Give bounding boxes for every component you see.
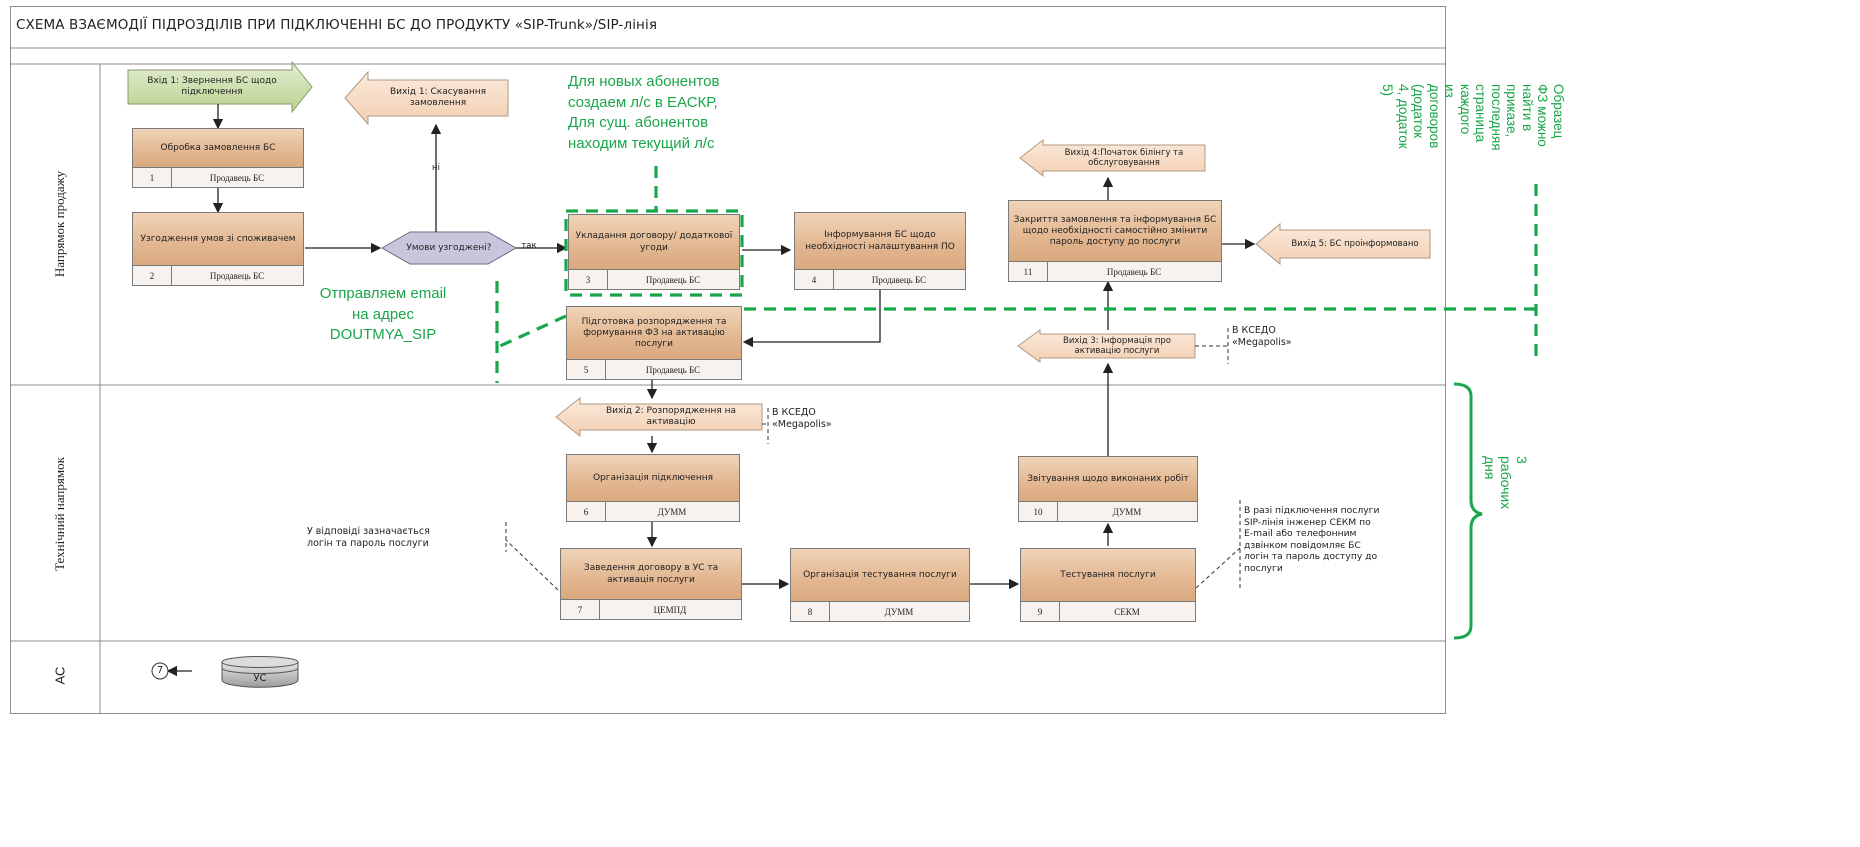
process-9-num: 9 (1021, 602, 1060, 621)
input-1-label: Вхід 1: Звернення БС щодо підключення (147, 76, 277, 97)
process-10[interactable]: Звітування щодо виконаних робіт 10 ДУММ (1018, 456, 1198, 522)
annotation-email: Отправляем email на адрес DOUTMYA_SIP (319, 285, 447, 344)
process-8[interactable]: Організація тестування послуги 8 ДУММ (790, 548, 970, 622)
process-3-role: Продавець БС (645, 274, 701, 285)
database-icon (221, 656, 299, 688)
process-3[interactable]: Укладання договору/ додаткової угоди 3 Пр… (568, 214, 740, 290)
process-7-label: Заведення договору в УС та активація пос… (561, 549, 741, 600)
process-10-num: 10 (1019, 502, 1058, 521)
process-1[interactable]: Обробка замовлення БС 1 Продавець БС (132, 128, 304, 188)
note-ksedo-2: В КСЕДО «Megapolis» (1232, 325, 1292, 348)
output-2-arrow-shape (555, 396, 763, 438)
lane-label-as: АС (52, 666, 68, 685)
process-6-label: Організація підключення (567, 455, 739, 502)
annotation-days: 3 рабочих дня (1481, 456, 1530, 510)
process-6-num: 6 (567, 502, 606, 521)
note-login: У відповіді зазначається логін та пароль… (307, 526, 430, 549)
process-4-role: Продавець БС (871, 274, 927, 285)
process-11[interactable]: Закриття замовлення та інформування БС щ… (1008, 200, 1222, 282)
process-8-label: Організація тестування послуги (791, 549, 969, 602)
edge-p4-p5 (742, 290, 881, 348)
process-2[interactable]: Узгодження умов зі споживачем 2 Продавець… (132, 212, 304, 286)
process-9-role: СЕКМ (1114, 606, 1140, 617)
process-9[interactable]: Тестування послуги 9 СЕКМ (1020, 548, 1196, 622)
output-1-label: Вихід 1: Скасування замовлення (389, 87, 487, 108)
highlight-box-p3 (564, 209, 744, 297)
decision-no-label: ні (432, 162, 440, 173)
process-5[interactable]: Підготовка розпорядження та формування Ф… (566, 306, 742, 380)
output-5-label: Вихід 5: БС проінформовано (1291, 238, 1419, 249)
annotation-new-abonents: Для новых абонентов создаем л/с в ЕАСКР,… (568, 73, 720, 153)
callout-login-line (505, 539, 559, 591)
output-3-label: Вихід 3: Інформація про активацію послуг… (1063, 335, 1171, 356)
output-5-arrow-shape (1255, 222, 1431, 266)
process-10-role: ДУММ (1112, 506, 1142, 517)
lane-label-sales: Напрямок продажу (52, 170, 67, 278)
process-4[interactable]: Інформування БС щодо необхідності налашт… (794, 212, 966, 290)
decision-yes-label: так (521, 240, 537, 251)
days-brace (1453, 382, 1483, 640)
process-11-role: Продавець БС (1106, 266, 1162, 277)
output-4-arrow-shape (1019, 138, 1206, 178)
ref-circle-label: 7 (156, 665, 164, 676)
process-1-label: Обробка замовлення БС (133, 129, 303, 168)
process-3-label: Укладання договору/ додаткової угоди (569, 215, 739, 270)
process-7-num: 7 (561, 600, 600, 619)
process-6-role: ДУММ (657, 506, 687, 517)
process-9-label: Тестування послуги (1021, 549, 1195, 602)
input-1-arrow-shape (127, 60, 313, 114)
process-2-role: Продавець БС (209, 270, 265, 281)
process-5-num: 5 (567, 360, 606, 379)
output-1-arrow-shape (344, 70, 509, 126)
process-7[interactable]: Заведення договору в УС та активація пос… (560, 548, 742, 620)
process-2-num: 2 (133, 266, 172, 285)
database-label: УС (253, 673, 267, 684)
lane-label-tech: Технічний напрямок (52, 457, 67, 571)
note-ksedo-1: В КСЕДО «Megapolis» (772, 407, 832, 430)
process-2-label: Узгодження умов зі споживачем (133, 213, 303, 266)
process-11-label: Закриття замовлення та інформування БС щ… (1009, 201, 1221, 262)
process-10-label: Звітування щодо виконаних робіт (1019, 457, 1197, 502)
process-1-num: 1 (133, 168, 172, 187)
note-sip: В разі підключення послуги SIP-лінія інж… (1244, 505, 1380, 574)
output-4-label: Вихід 4:Початок білінгу та обслуговуванн… (1064, 147, 1184, 168)
process-1-role: Продавець БС (209, 172, 265, 183)
process-11-num: 11 (1009, 262, 1048, 281)
process-4-label: Інформування БС щодо необхідності налашт… (795, 213, 965, 270)
process-3-num: 3 (569, 270, 608, 289)
highlight-connector-email (499, 314, 567, 348)
diagram-canvas: СХЕМА ВЗАЄМОДІЇ ПІДРОЗДІЛІВ ПРИ ПІДКЛЮЧЕ… (10, 6, 1566, 714)
process-8-num: 8 (791, 602, 830, 621)
process-6[interactable]: Організація підключення 6 ДУММ (566, 454, 740, 522)
process-8-role: ДУММ (884, 606, 914, 617)
process-5-label: Підготовка розпорядження та формування Ф… (567, 307, 741, 360)
page-title: СХЕМА ВЗАЄМОДІЇ ПІДРОЗДІЛІВ ПРИ ПІДКЛЮЧЕ… (16, 17, 658, 33)
process-5-role: Продавець БС (645, 364, 701, 375)
process-4-num: 4 (795, 270, 834, 289)
output-2-label: Вихід 2: Розпорядження на активацію (605, 406, 737, 427)
process-7-role: ЦЕМПД (653, 604, 687, 615)
decision-label: Умови узгоджені? (406, 242, 492, 253)
diagram-lines (10, 47, 1538, 714)
callout-sip-line (1195, 547, 1241, 589)
annotation-sample: Образец ФЗ можно найти в приказе, послед… (1380, 84, 1566, 151)
ref-circle-7 (151, 662, 169, 680)
